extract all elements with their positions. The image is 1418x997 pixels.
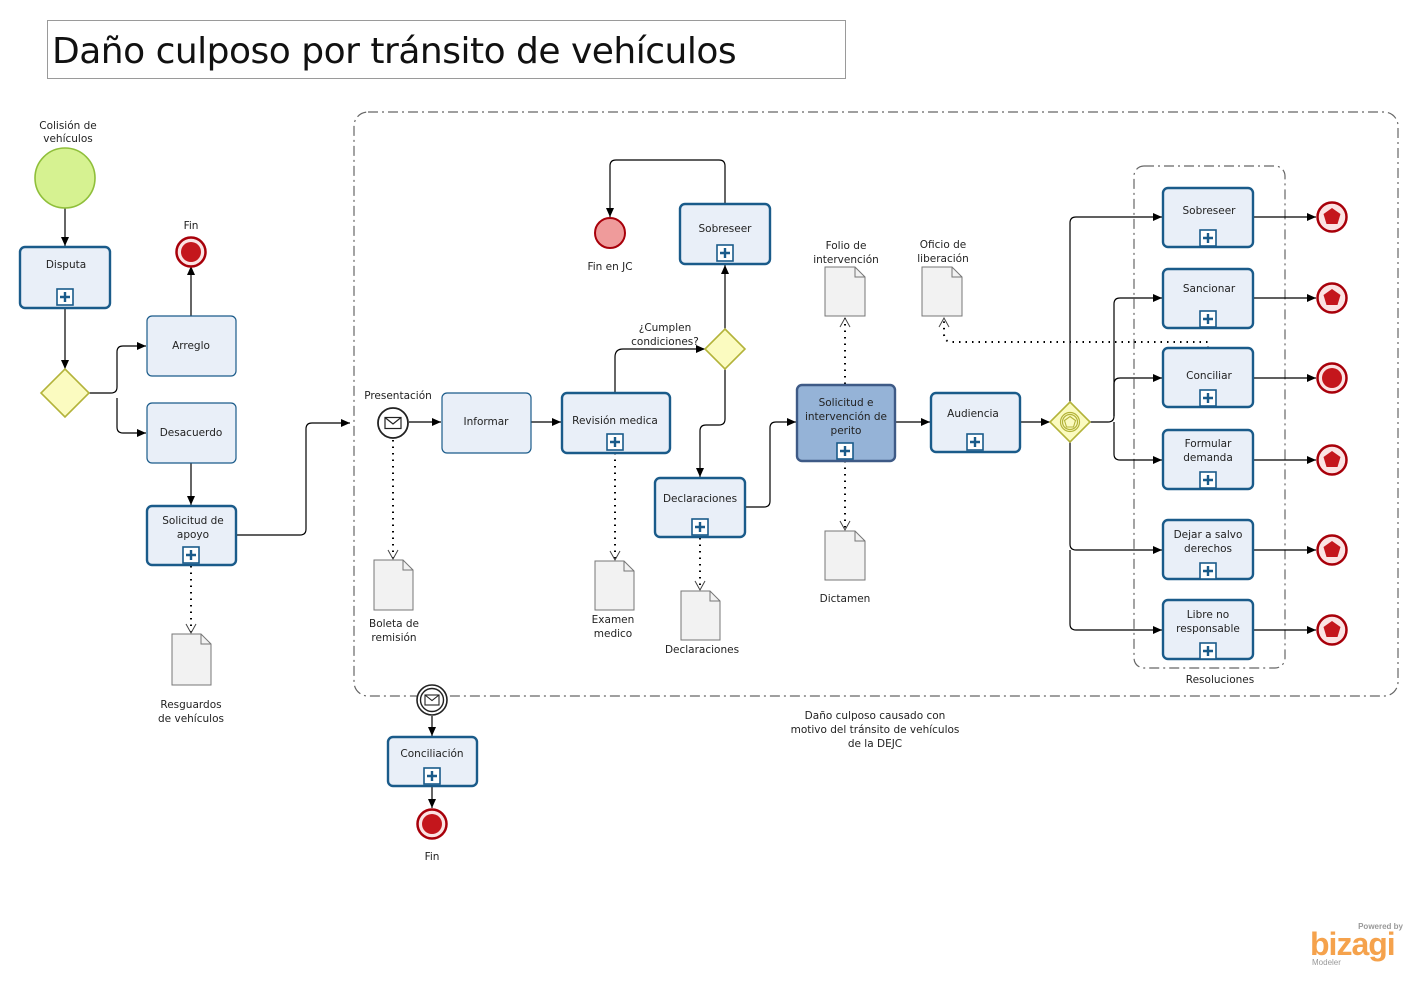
end-event-fin-jc[interactable] bbox=[594, 217, 626, 249]
end-event-fin-top[interactable] bbox=[175, 236, 207, 268]
data-object-oficio[interactable] bbox=[921, 266, 963, 317]
task-sobreseer-resolucion[interactable]: Sobreseer bbox=[1161, 186, 1255, 249]
data-object-resguardos[interactable] bbox=[171, 633, 212, 686]
svg-text:Arreglo: Arreglo bbox=[172, 340, 210, 352]
end-fin-top-label: Fin bbox=[184, 220, 199, 232]
intermediate-message-event[interactable] bbox=[416, 684, 448, 716]
task-sobreseer-top[interactable]: Sobreseer bbox=[678, 202, 772, 266]
data-object-boleta[interactable] bbox=[373, 559, 414, 611]
bizagi-product: Modeler bbox=[1312, 958, 1341, 967]
task-desacuerdo[interactable]: Desacuerdo bbox=[146, 402, 237, 464]
start-event[interactable] bbox=[34, 147, 96, 209]
svg-text:Declaraciones: Declaraciones bbox=[663, 493, 737, 505]
data-object-dictamen[interactable] bbox=[824, 530, 866, 581]
svg-text:Informar: Informar bbox=[464, 416, 510, 428]
resoluciones-group bbox=[1133, 165, 1286, 669]
main-process-group bbox=[353, 111, 1399, 697]
data-object-examen[interactable] bbox=[594, 560, 635, 611]
end-fin-jc-label: Fin en JC bbox=[587, 261, 632, 273]
svg-text:Conciliación: Conciliación bbox=[400, 748, 463, 760]
exclusive-gateway-condiciones[interactable] bbox=[703, 327, 747, 371]
svg-text:Audiencia: Audiencia bbox=[947, 408, 999, 420]
data-associations bbox=[185, 316, 1209, 635]
task-conciliacion[interactable]: Conciliación bbox=[386, 735, 479, 788]
doc-declaraciones-label: Declaraciones bbox=[665, 644, 739, 656]
diagram-title-box: Daño culposo por tránsito de vehículos bbox=[47, 20, 846, 79]
data-object-declaraciones[interactable] bbox=[680, 590, 721, 641]
resoluciones-caption: Resoluciones bbox=[1186, 674, 1254, 686]
end-fin-bottom-label: Fin bbox=[425, 851, 440, 863]
task-conciliar[interactable]: Conciliar bbox=[1161, 346, 1255, 409]
event-gateway-resoluciones[interactable] bbox=[1048, 400, 1092, 444]
sequence-flows bbox=[61, 159, 1316, 808]
svg-text:Disputa: Disputa bbox=[46, 259, 86, 271]
end-event-fin-bottom[interactable] bbox=[416, 808, 448, 840]
data-object-folio[interactable] bbox=[824, 266, 866, 317]
task-informar[interactable]: Informar bbox=[441, 392, 532, 454]
svg-text:Sancionar: Sancionar bbox=[1183, 283, 1236, 295]
exclusive-gateway-disputa[interactable] bbox=[39, 367, 91, 419]
end-event-sancionar[interactable] bbox=[1316, 282, 1348, 314]
svg-text:Revisión medica: Revisión medica bbox=[572, 415, 658, 427]
task-sancionar[interactable]: Sancionar bbox=[1161, 267, 1255, 330]
task-declaraciones[interactable]: Declaraciones bbox=[653, 476, 747, 539]
bizagi-wordmark: bizagi bbox=[1310, 926, 1396, 962]
task-arreglo[interactable]: Arreglo bbox=[146, 315, 237, 377]
svg-text:Sobreseer: Sobreseer bbox=[1182, 205, 1236, 217]
task-disputa[interactable]: Disputa bbox=[18, 245, 112, 310]
doc-dictamen-label: Dictamen bbox=[820, 593, 871, 605]
end-event-formular[interactable] bbox=[1316, 444, 1348, 476]
end-event-libre[interactable] bbox=[1316, 614, 1348, 646]
task-revision-medica[interactable]: Revisión medica bbox=[560, 391, 672, 455]
end-event-conciliar[interactable] bbox=[1316, 362, 1348, 394]
bizagi-logo: Powered by bizagi Modeler bbox=[1308, 922, 1403, 970]
message-start-event[interactable] bbox=[377, 407, 409, 439]
diagram-title: Daño culposo por tránsito de vehículos bbox=[52, 31, 737, 72]
svg-text:Sobreseer: Sobreseer bbox=[698, 223, 752, 235]
end-event-dejar[interactable] bbox=[1316, 534, 1348, 566]
bizagi-powered: Powered by bbox=[1358, 922, 1403, 931]
task-audiencia[interactable]: Audiencia bbox=[929, 391, 1022, 454]
message-start-label: Presentación bbox=[364, 390, 432, 402]
svg-text:Desacuerdo: Desacuerdo bbox=[160, 427, 223, 439]
end-event-sobreseer[interactable] bbox=[1316, 201, 1348, 233]
svg-text:Conciliar: Conciliar bbox=[1186, 370, 1232, 382]
